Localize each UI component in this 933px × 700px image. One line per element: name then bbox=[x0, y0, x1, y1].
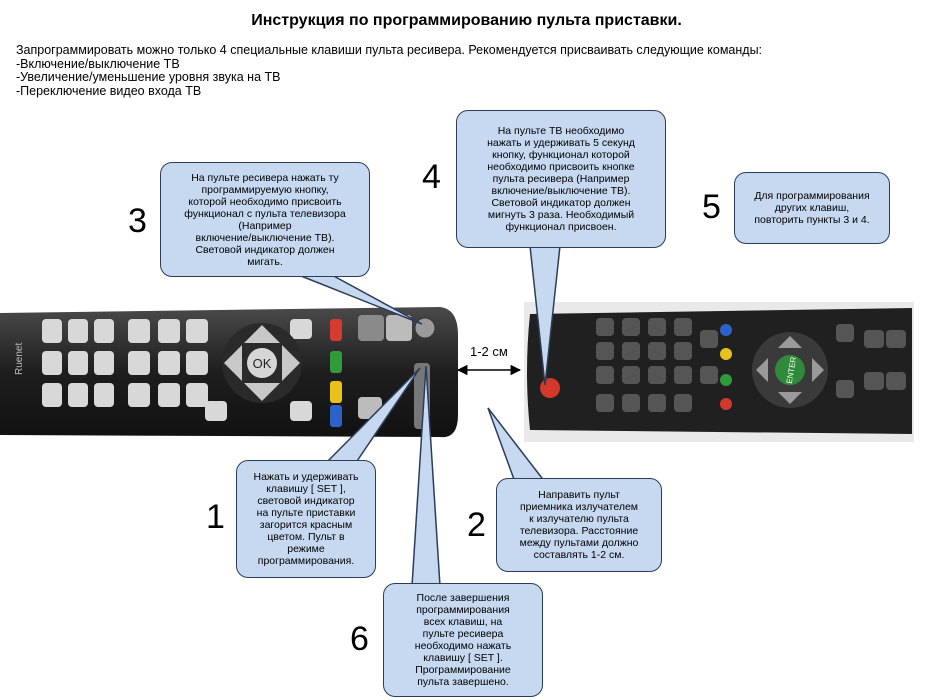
step-2-line: приемника излучателем bbox=[519, 501, 639, 513]
step-3-line: функционал с пульта телевизора bbox=[184, 207, 346, 220]
step-4-line: мигнуть 3 раза. Необходимый bbox=[487, 209, 635, 221]
bubble-3-tail bbox=[295, 273, 423, 325]
intro-line: -Переключение видео входа ТВ bbox=[16, 83, 202, 98]
step-1-line: Нажать и удерживать bbox=[253, 471, 359, 483]
step-2-line: Направить пульт bbox=[538, 489, 620, 501]
page-title: Инструкция по программированию пульта пр… bbox=[251, 12, 682, 29]
step-2-line: телевизора. Расстояние bbox=[519, 525, 639, 537]
step-1-line: программирования. bbox=[257, 555, 355, 567]
step-5-line: других клавиш, bbox=[774, 202, 850, 214]
step-6-line: пульта завершено. bbox=[417, 676, 509, 688]
step-3-line: включение/выключение ТВ). bbox=[195, 231, 335, 244]
step-3-line: На пульте ресивера нажать ту bbox=[191, 171, 339, 184]
step-number-4: 4 bbox=[422, 158, 441, 196]
step-3-line: мигать. bbox=[247, 255, 283, 268]
step-2-bubble: Направить пульт приемника излучателем к … bbox=[496, 478, 662, 572]
step-number-1: 1 bbox=[206, 498, 225, 536]
step-6-line: пульте ресивера bbox=[422, 628, 504, 640]
intro-line: -Увеличение/уменьшение уровня звука на Т… bbox=[16, 70, 281, 84]
step-5-line: повторить пункты 3 и 4. bbox=[754, 214, 870, 226]
step-1-line: режиме bbox=[287, 543, 325, 555]
tv-remote-photo: ENTER bbox=[524, 302, 914, 442]
step-2-line: составлять 1-2 см. bbox=[533, 549, 625, 561]
receiver-remote-photo: OK Ruenet bbox=[0, 307, 458, 438]
step-4-line: Световой индикатор должен bbox=[491, 197, 631, 209]
step-4-line: функционал присвоен. bbox=[505, 221, 617, 233]
step-6-bubble: После завершения программирования всех к… bbox=[383, 583, 543, 697]
step-6-line: необходимо нажать bbox=[414, 640, 512, 652]
step-6-line: Программирование bbox=[415, 664, 511, 676]
step-4-line: кнопку, функционал которой bbox=[492, 149, 630, 161]
step-3-line: (Например bbox=[238, 219, 292, 232]
step-number-2: 2 bbox=[467, 506, 486, 544]
step-4-line: пульта ресивера (Например bbox=[492, 173, 630, 185]
bubble-6-tail bbox=[411, 365, 441, 587]
step-6-line: программирования bbox=[416, 604, 510, 616]
distance-label: 1-2 см bbox=[470, 344, 508, 359]
step-2-line: к излучателю пульта bbox=[529, 513, 629, 525]
step-6-line: После завершения bbox=[416, 592, 510, 604]
step-4-line: включение/выключение ТВ). bbox=[491, 185, 631, 197]
step-5-bubble: Для программирования других клавиш, повт… bbox=[734, 172, 890, 244]
step-1-line: световой индикатор bbox=[257, 495, 355, 507]
step-3-bubble: На пульте ресивера нажать ту программиру… bbox=[160, 162, 370, 277]
ok-button-label: OK bbox=[253, 356, 272, 371]
step-5-line: Для программирования bbox=[754, 190, 870, 202]
step-6-line: клавишу [ SET ]. bbox=[423, 652, 503, 664]
step-number-3: 3 bbox=[128, 202, 147, 240]
step-4-line: нажать и удерживать 5 секунд bbox=[487, 137, 635, 149]
step-1-line: цветом. Пульт в bbox=[267, 531, 345, 543]
step-4-bubble: На пульте ТВ необходимо нажать и удержив… bbox=[456, 110, 666, 248]
bubble-4-tail bbox=[529, 245, 561, 386]
step-number-5: 5 bbox=[702, 188, 721, 226]
step-4-line: необходимо присвоить кнопке bbox=[487, 161, 635, 173]
step-1-line: клавишу [ SET ], bbox=[266, 483, 346, 495]
step-1-line: на пульте приставки bbox=[256, 507, 356, 519]
step-number-6: 6 bbox=[350, 620, 369, 658]
bubble-2-tail bbox=[487, 407, 547, 483]
step-4-line: На пульте ТВ необходимо bbox=[497, 125, 625, 137]
intro-line: -Включение/выключение ТВ bbox=[16, 56, 180, 71]
step-2-line: между пультами должно bbox=[519, 537, 639, 549]
step-3-line: Световой индикатор должен bbox=[195, 243, 335, 256]
step-1-bubble: Нажать и удерживать клавишу [ SET ], све… bbox=[236, 460, 376, 578]
step-6-line: всех клавиш, на bbox=[423, 616, 503, 628]
bubble-1-tail bbox=[323, 367, 421, 465]
step-3-line: программируемую кнопку, bbox=[201, 183, 329, 196]
intro-text: Запрограммировать можно только 4 специал… bbox=[16, 43, 763, 98]
step-3-line: которой необходимо присвоить bbox=[188, 195, 342, 208]
intro-line: Запрограммировать можно только 4 специал… bbox=[16, 43, 763, 57]
step-1-line: загорится красным bbox=[259, 519, 353, 531]
remote-brand: Ruenet bbox=[14, 343, 25, 375]
